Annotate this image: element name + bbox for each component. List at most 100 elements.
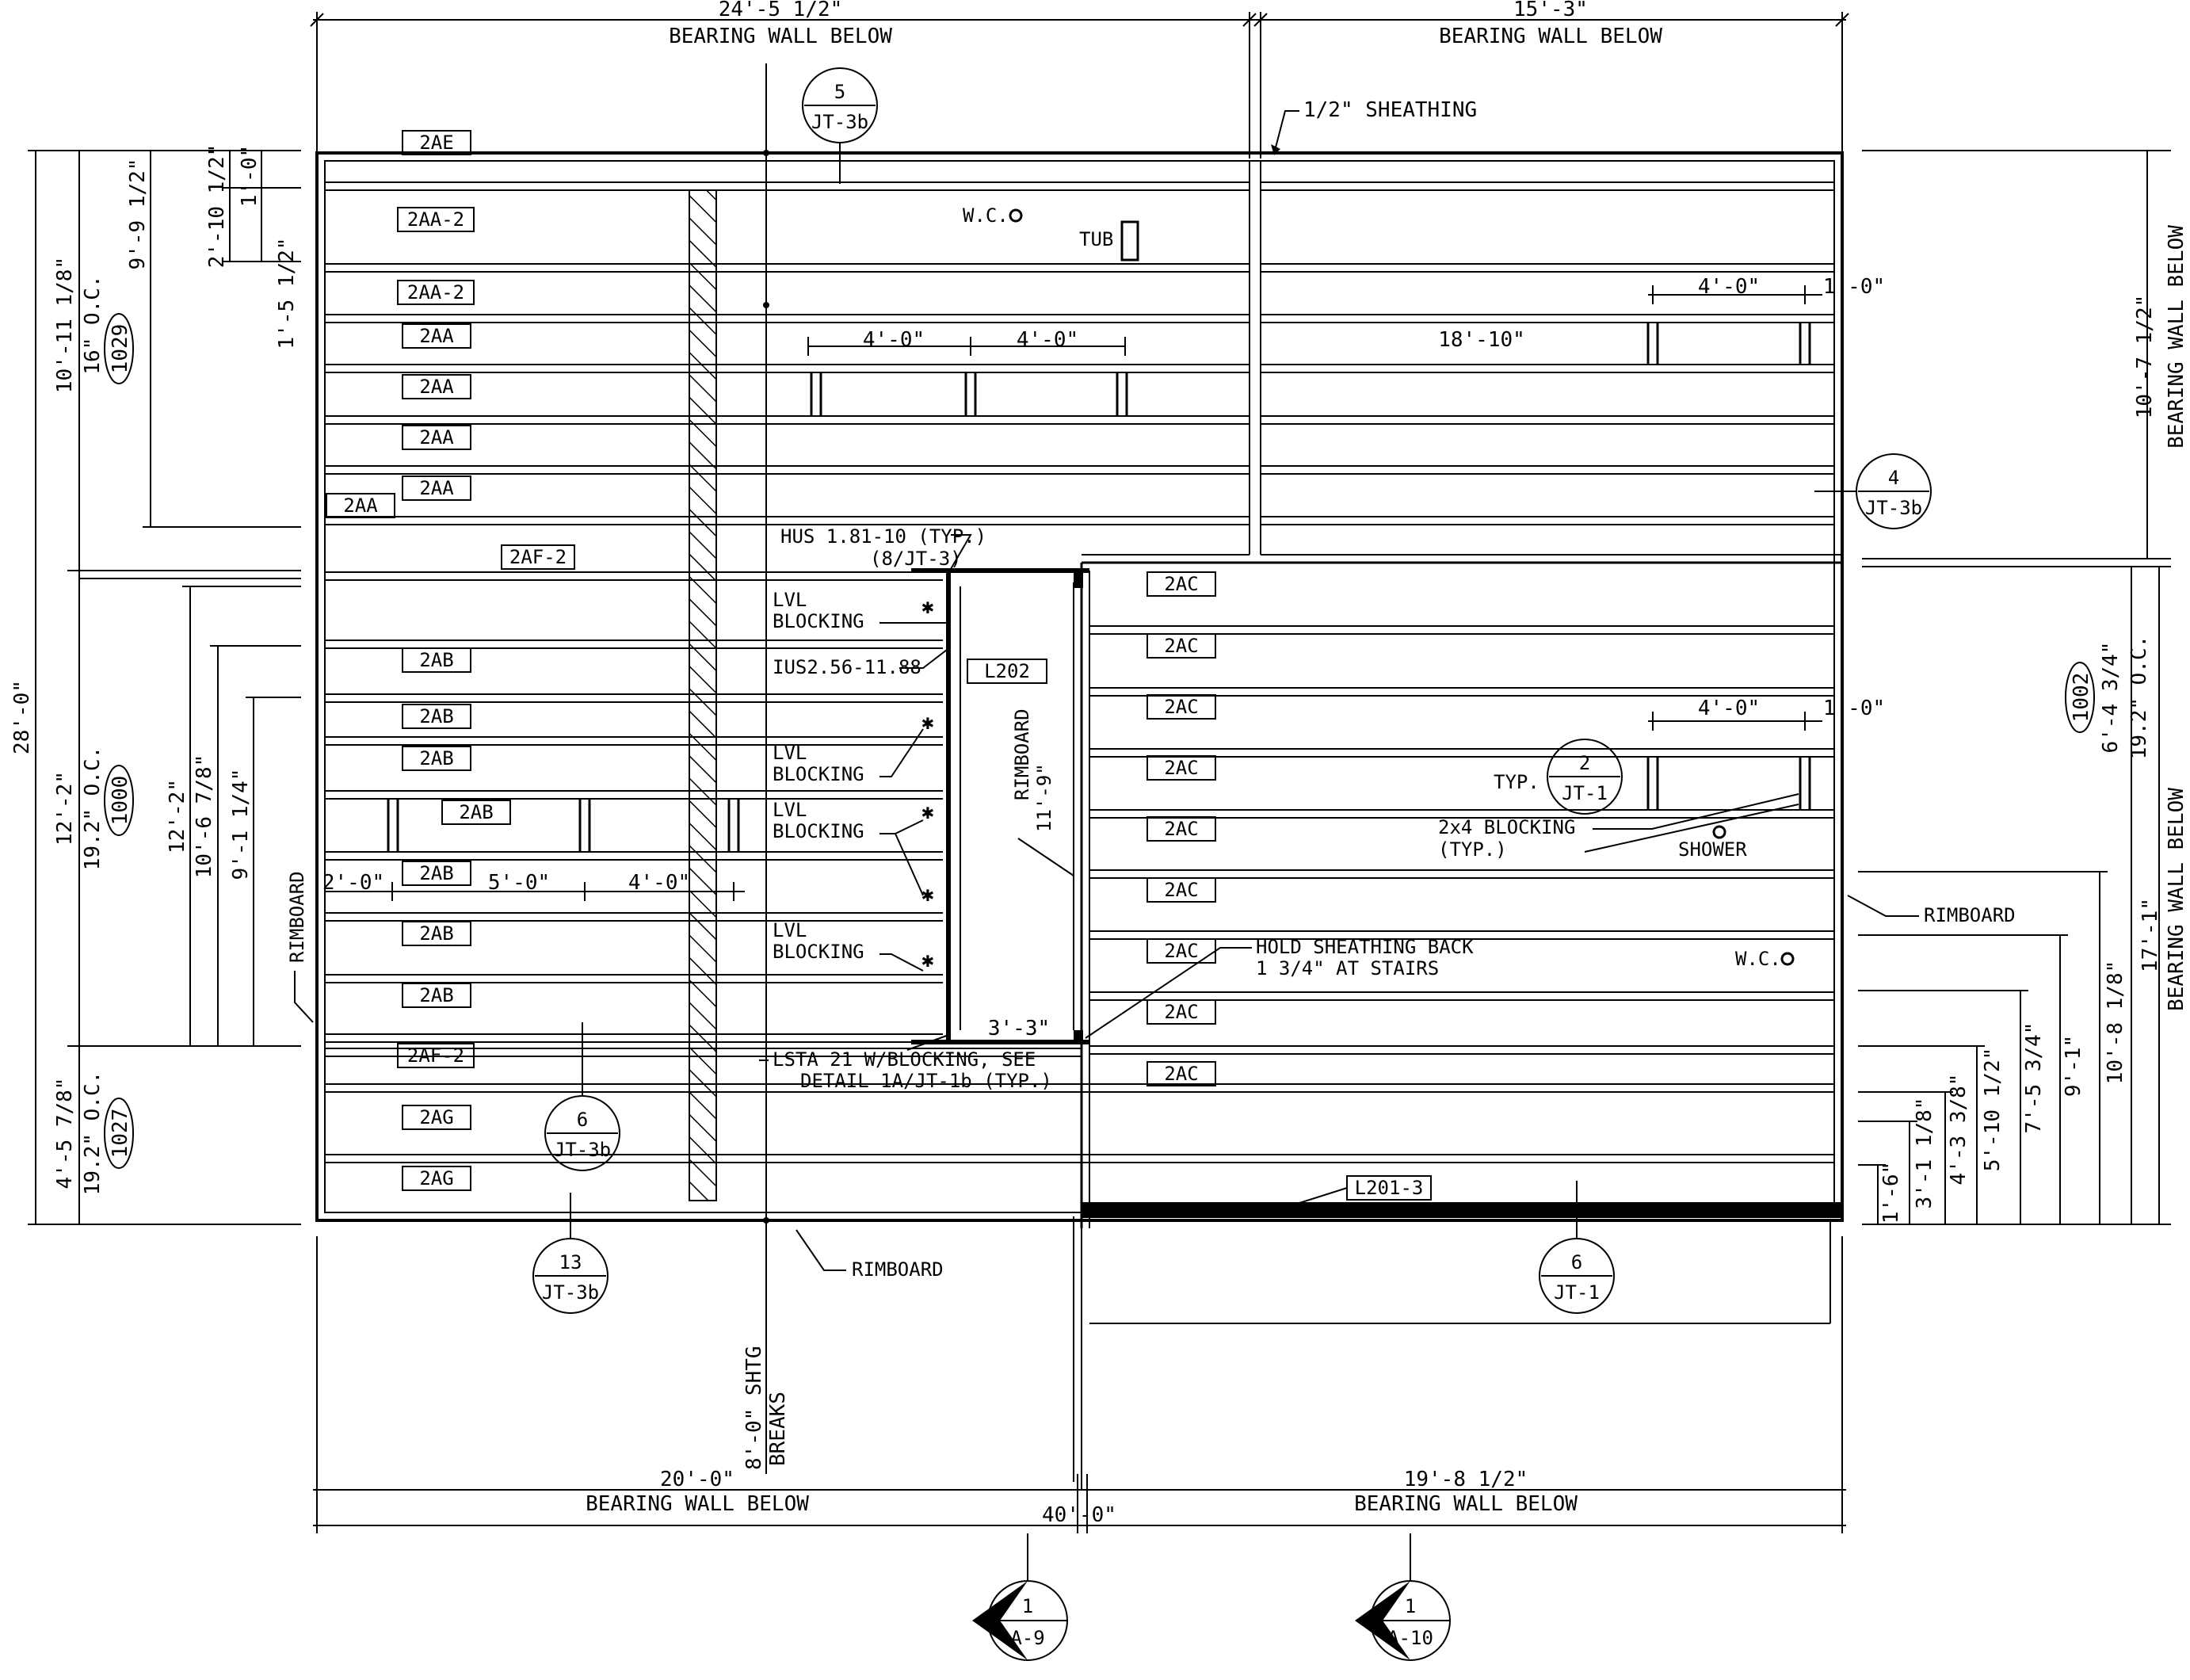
stair-star: ✱ [921, 800, 934, 824]
tag-2ab-2: 2AB [419, 705, 453, 727]
section-1-ref: A-9 [1010, 1627, 1044, 1649]
tag-2aa-4: 2AA [419, 477, 454, 499]
stair-star: ✱ [921, 949, 934, 972]
rimboard-bottom: RIMBOARD [852, 1258, 944, 1281]
section-2-ref: A-10 [1387, 1627, 1433, 1649]
right-bearing-bottom: BEARING WALL BELOW [2165, 788, 2188, 1011]
left-1000-oval [104, 765, 134, 836]
tub-symbol [1120, 220, 1139, 262]
left-12-2-b: 12'-2" [166, 779, 189, 853]
bottom-left-bearing: BEARING WALL BELOW [586, 1492, 809, 1516]
right-bearing-top: BEARING WALL BELOW [2165, 225, 2188, 449]
lvl-blocking-1a: LVL [773, 589, 807, 611]
bubble-6b-ref: JT-1 [1554, 1281, 1600, 1304]
lvl-blocking-2a: LVL [773, 742, 807, 764]
top-left-bearing-note: BEARING WALL BELOW [669, 25, 892, 48]
dim-2-0: 2'-0" [322, 871, 384, 895]
rimboard-left-leader [294, 971, 314, 1023]
section-marker-arrow [972, 1581, 1028, 1660]
right-9-1: 9'-1" [2062, 1035, 2085, 1097]
dim-3-3: 3'-3" [988, 1017, 1050, 1040]
hold-leader [1085, 947, 1252, 1039]
tag-2ag-2: 2AG [419, 1167, 453, 1189]
bottom-right-dimension: 19'-8 1/2" [1404, 1468, 1528, 1491]
bottom-left-dimension: 20'-0" [660, 1468, 734, 1491]
left-1000: 1000 [109, 776, 132, 826]
sheathing-leader [1275, 110, 1299, 148]
dim-4-0-left: 4'-0" [628, 871, 690, 895]
joist-lines-left [325, 181, 1834, 1163]
wc-bottom-symbol [1780, 952, 1795, 966]
tag-2af-2-a: 2AF-2 [509, 546, 567, 568]
top-left-dimension: 24'-5 1/2" [719, 0, 843, 21]
stair-dimension-line [1017, 838, 1074, 876]
dim-18-10: 18'-10" [1438, 328, 1525, 352]
tag-l201-3: L201-3 [1355, 1177, 1424, 1199]
bubble-6a-ref: JT-3b [554, 1139, 611, 1161]
stair-dimension: 11'-9" [1033, 763, 1055, 832]
dim-1-0-top-right: 1'-0" [1823, 275, 1885, 299]
rimboard-bottom-leader [795, 1229, 846, 1271]
tag-2ac-7: 2AC [1164, 940, 1198, 962]
tag-2ae: 2AE [419, 132, 453, 154]
tag-2aa-2: 2AA [419, 376, 454, 398]
dim-4-0-a: 4'-0" [863, 328, 925, 352]
section-2-num: 1 [1405, 1595, 1416, 1617]
lvl-blocking-3a: LVL [773, 799, 807, 821]
wc-bottom-label: W.C. [1735, 948, 1781, 970]
rimboard-right: RIMBOARD [1924, 904, 2016, 926]
lvl-blocking-4b: BLOCKING [773, 941, 864, 963]
stair-rimboard-label: RIMBOARD [1011, 708, 1033, 800]
sheathing-note: 1/2" SHEATHING [1303, 98, 1477, 122]
top-right-dimension: 15'-3" [1513, 0, 1588, 21]
stair-star: ✱ [921, 711, 934, 735]
dim-1-0-mid-right: 1'-0" [1823, 697, 1885, 720]
tag-2ac-9: 2AC [1164, 1063, 1198, 1085]
typ-label: TYP. [1494, 771, 1539, 793]
left-10-11: 10'-11 1/8" [53, 257, 77, 393]
lsta-callout-2: DETAIL 1A/JT-1b (TYP.) [800, 1070, 1052, 1092]
tag-2ac-5: 2AC [1164, 818, 1198, 840]
left-1027: 1027 [109, 1109, 132, 1159]
tag-2ac-1: 2AC [1164, 573, 1198, 595]
sheathing-break-dot [763, 302, 769, 308]
right-19-2: 19.2" O.C. [2127, 636, 2151, 760]
bubble-4-ref: JT-3b [1865, 497, 1922, 519]
lvl-blocking-1b: BLOCKING [773, 610, 864, 632]
top-dimension-strings [310, 12, 1849, 158]
rimboard-left: RIMBOARD [286, 871, 308, 963]
hus-callout-1: HUS 1.81-10 (TYP.) [780, 525, 986, 548]
bubble-13-ref: JT-3b [542, 1281, 599, 1304]
hold-sheathing-1: HOLD SHEATHING BACK [1256, 936, 1474, 958]
section-1-num: 1 [1022, 1595, 1033, 1617]
right-1002-oval [2065, 662, 2095, 733]
right-10-7: 10'-7 1/2" [2133, 295, 2157, 419]
left-19-2-a: 19.2" O.C. [81, 746, 105, 871]
bottom-overall-dimension: 40'-0" [1042, 1503, 1116, 1527]
tag-2ab-4: 2AB [459, 801, 493, 823]
dim-4-0-mid-right: 4'-0" [1698, 697, 1760, 720]
left-16-oc: 16" O.C. [81, 275, 105, 374]
blocking-marks [387, 323, 1811, 852]
tag-2ab-1: 2AB [419, 649, 453, 671]
ius-callout: IUS2.56-11.88 [773, 656, 921, 678]
dim-4-0-b: 4'-0" [1017, 328, 1078, 352]
tag-2ac-6: 2AC [1164, 879, 1198, 901]
right-5-10: 5'-10 1/2" [1981, 1048, 2005, 1172]
tag-2ab-5: 2AB [419, 862, 453, 884]
bubble-6b-num: 6 [1571, 1251, 1582, 1273]
tag-l202: L202 [984, 660, 1030, 682]
left-12-2-a: 12'-2" [53, 771, 77, 846]
tag-2ab-6: 2AB [419, 922, 453, 945]
left-19-2-b: 19.2" O.C. [81, 1071, 105, 1196]
interior-dimension-lines [325, 285, 1822, 901]
detail-bubbles [532, 67, 1932, 1314]
left-9-1: 9'-1 1/4" [229, 769, 253, 880]
dim-4-0-top-right: 4'-0" [1698, 275, 1760, 299]
tag-2ac-2: 2AC [1164, 635, 1198, 657]
bubble-5-ref: JT-3b [811, 111, 868, 133]
tag-2aa-3: 2AA [419, 426, 454, 449]
hold-sheathing-2: 1 3/4" AT STAIRS [1256, 957, 1439, 979]
blocking-2x4-1: 2x4 BLOCKING [1438, 816, 1575, 838]
